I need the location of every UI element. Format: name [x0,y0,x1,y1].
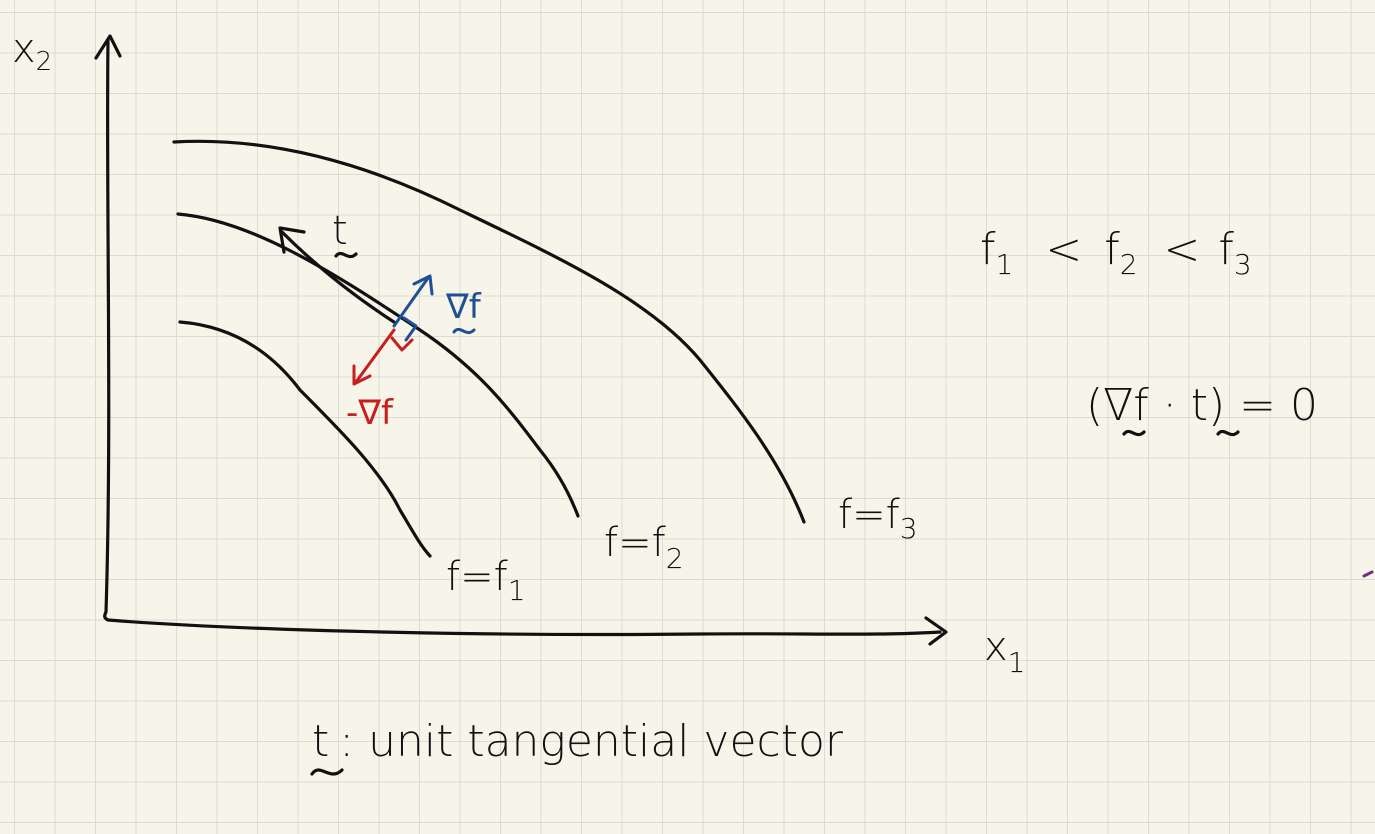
gradient-vector: ∇f [392,274,482,342]
level-curve-f3-label: f=f3 [838,492,918,545]
gradient-label: ∇f [445,287,482,327]
orthogonality-tilde-2 [1216,429,1240,437]
level-curve-f1 [178,320,432,558]
tangent-vector: t [278,208,396,324]
stray-mark [1362,570,1374,578]
x-axis-label: x1 [984,624,1026,679]
gradient-line [392,276,430,328]
level-curve-f2 [176,212,580,518]
y-axis-label: x2 [12,26,52,77]
ordering-relation: f1 < f2 < f3 [980,224,1252,285]
y-axis [103,38,111,622]
caption: t: unit tangential vector [312,716,844,767]
negative-gradient-vector: -∇f [346,328,414,433]
gradient-tilde [452,327,476,335]
negative-gradient-arrowhead [352,364,372,386]
right-angle-mark-top [402,316,418,342]
level-curve-f2-label: f=f2 [604,520,684,575]
negative-gradient-line [354,328,396,384]
x-axis [106,618,942,637]
tangent-label: t [332,208,348,254]
right-angle-mark-bottom [390,336,414,352]
orthogonality-tilde-1 [1122,429,1146,437]
level-curve-f1-label: f=f1 [446,554,526,607]
level-curves: f=f1 f=f2 f=f3 [172,139,918,607]
axes: x2 x1 [12,26,1026,679]
caption-tilde [310,768,344,776]
tangent-line [280,230,396,324]
y-axis-arrowhead [94,34,122,60]
tangent-tilde [334,251,358,259]
gradient-arrowhead [412,274,434,296]
tangent-arrowhead [278,226,306,254]
orthogonality-condition: (∇f · t) = 0 [1086,380,1318,431]
x-axis-arrowhead [924,616,948,646]
level-curve-f3 [172,139,806,524]
negative-gradient-label: -∇f [346,393,394,433]
